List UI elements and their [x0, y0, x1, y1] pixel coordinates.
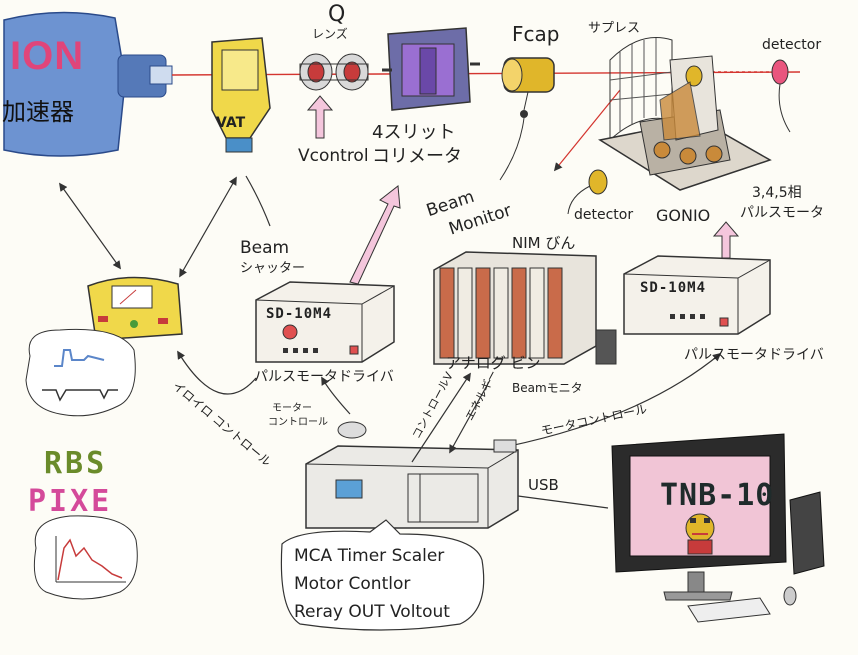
usb-label: USB [528, 476, 559, 494]
pulse-motor-driver-right [623, 255, 771, 335]
pixe-label: PIXE [28, 484, 113, 519]
pulse-motor-phase-2: パルスモータ [740, 205, 824, 221]
gonio-arrow [712, 221, 740, 259]
mca-line-3: Reray OUT Voltout [294, 602, 450, 622]
goniometer [598, 55, 772, 191]
vcontrol-arrow [306, 95, 334, 139]
nim-bin-label: NIM びん [512, 234, 576, 252]
main-controller-unit [305, 445, 519, 529]
spectra-thought-bubble [25, 328, 136, 417]
faraday-cup [501, 57, 555, 118]
vat-valve [211, 37, 271, 153]
pulse-motor-phase-1: 3,4,5相 [752, 185, 802, 201]
pulse-driver-right-label: パルスモータドライバ [684, 347, 824, 363]
beam-shutter-label-2: シャッター [240, 261, 306, 276]
mca-line-2: Motor Contlor [294, 574, 411, 594]
accelerator-label: 加速器 [2, 98, 74, 126]
detector-top-label: detector [762, 37, 822, 53]
mca-line-1: MCA Timer Scaler [294, 546, 445, 566]
accelerator [3, 11, 173, 157]
q-lens-letter: Q [328, 2, 346, 27]
motor-control-label-2: コントロール [268, 417, 328, 428]
slit-label-2: コリメータ [372, 146, 462, 167]
usb-plug [493, 439, 517, 453]
beam-shutter-label-1: Beam [240, 238, 290, 258]
pulse-driver-left-label: パルスモータドライバ [254, 369, 394, 385]
vat-label: VAT [216, 115, 246, 131]
detector-top [771, 59, 791, 133]
four-slit-collimator [382, 27, 480, 111]
slit-label-1: 4スリット [372, 122, 456, 143]
q-lens-label: レンズ [312, 27, 348, 41]
control-meter-box [87, 276, 183, 341]
vcontrol-label: Vcontrol [298, 146, 369, 166]
sd-left-label: SD-10M4 [266, 306, 333, 322]
slit-arrow [349, 185, 401, 285]
spectrum-plot [33, 515, 138, 600]
beam-monitor-small-label: Beamモニタ [512, 381, 583, 395]
motor-cable-plug [337, 421, 367, 439]
mouse [783, 586, 797, 606]
monitor [611, 433, 787, 601]
mca-bubble [280, 519, 485, 631]
nim-bin-crate [433, 251, 617, 365]
motor-control-label-1: モーター [272, 403, 312, 414]
keyboard [687, 597, 771, 623]
fcap-label: Fcap [512, 22, 560, 46]
suppress-label: サプレス [588, 21, 641, 36]
detector-bottom-label: detector [574, 207, 634, 223]
connectors [59, 175, 722, 509]
beam-monitor-wire [499, 117, 525, 181]
detector-bottom [567, 169, 608, 215]
pc-tower [789, 491, 825, 575]
sd-right-label: SD-10M4 [640, 280, 707, 296]
analog-bin-label: アナログ ビン [446, 354, 541, 372]
gonio-label: GONIO [656, 206, 711, 225]
q-lens [299, 53, 369, 91]
tnb-screen-title: TNB-10 [660, 478, 775, 513]
pulse-motor-driver-left [255, 281, 395, 363]
ion-label: ION [10, 34, 85, 78]
rbs-label: RBS [44, 446, 108, 481]
